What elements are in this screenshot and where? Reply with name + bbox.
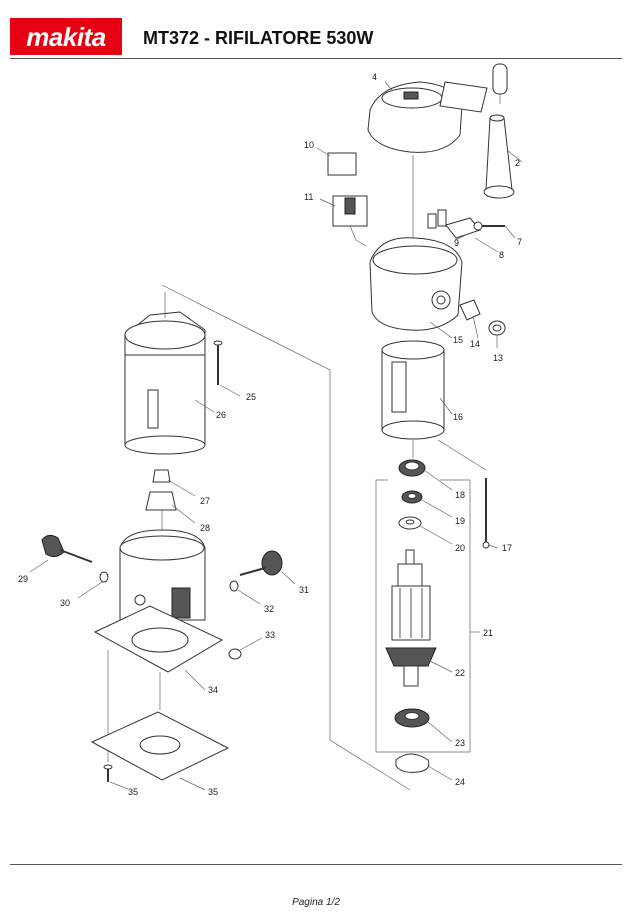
nut-part-33 [228,637,263,660]
terminal-parts [427,209,481,241]
washer-part-20 [398,516,453,545]
brush-cap-part [488,320,506,348]
long-screw-part [437,439,499,549]
armature-group-bracket [375,479,471,753]
part-number: 9 [454,238,459,248]
makita-logo: makita [10,18,122,55]
part-number: 14 [470,339,480,349]
part-number: 2 [515,158,520,168]
part-number: 18 [455,490,465,500]
part-number: 32 [264,604,274,614]
cover-plate-part [439,81,488,113]
part-number: 28 [200,523,210,533]
wing-bolt-part [29,534,93,573]
part-number: 27 [200,496,210,506]
collet-part [152,469,196,497]
brand-wordmark: makita [26,22,106,52]
bearing-part-19 [401,490,453,518]
washer-part-32 [229,580,261,605]
part-number: 25 [246,392,256,402]
retaining-ring-part [395,753,453,781]
screw-part-35 [103,764,129,790]
part-number: 8 [499,250,504,260]
base-plate-part [93,605,224,691]
switch-part [319,195,368,247]
part-number: 35 [128,787,138,797]
part-number: 21 [483,628,493,638]
part-number: 13 [493,353,503,363]
part-number: 34 [208,685,218,695]
part-number: 33 [265,630,275,640]
collet-nut-part [145,491,196,524]
cord-end-part [492,63,508,104]
part-number: 15 [453,335,463,345]
long-guide-leader [161,284,411,791]
base-body-part [119,529,206,621]
part-number: 30 [60,598,70,608]
armature-part [385,549,453,687]
screw-part-25 [213,340,241,397]
housing-part [124,311,215,455]
leader-8 [474,237,499,253]
part-number: 11 [304,192,313,202]
motor-cover-part [367,81,463,153]
part-number: 16 [453,412,463,422]
screw-part-7 [473,221,516,239]
motor-housing-part [369,237,463,339]
part-number: 22 [455,668,465,678]
part-number: 29 [18,574,28,584]
capacitor-part [327,152,357,176]
washer-part-30 [77,571,109,599]
part-number: 17 [502,543,512,553]
part-number: 26 [216,410,226,420]
footer-divider [10,864,622,865]
part-number: 7 [517,237,522,247]
bearing-holder-part [398,459,453,491]
knob-part [239,550,296,585]
part-number: 31 [299,585,309,595]
part-number: 24 [455,777,465,787]
header-divider [10,58,622,59]
page-title: MT372 - RIFILATORE 530W [143,28,374,48]
part-number: 19 [455,516,465,526]
part-number: 10 [304,140,314,150]
field-coil-part [381,340,453,440]
carbon-brush-part [459,299,481,339]
cord-guard-part [483,114,523,199]
sub-base-part [90,711,230,791]
part-number: 4 [372,72,377,82]
page-number: Pagina 1/2 [292,897,340,908]
part-number: 35 [208,787,218,797]
bearing-part-23 [394,708,453,743]
part-number: 20 [455,543,465,553]
part-number: 23 [455,738,465,748]
